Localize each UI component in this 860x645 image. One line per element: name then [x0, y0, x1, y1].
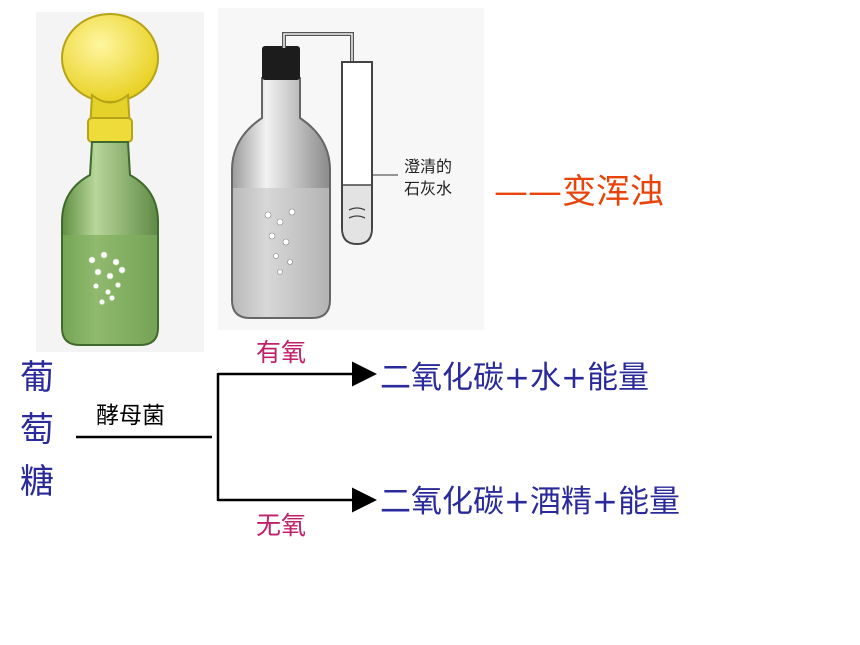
aerobic-products: 二氧化碳+水+能量 — [380, 360, 649, 396]
bottle-stopper — [262, 46, 300, 80]
limewater-label-line2: 石灰水 — [404, 179, 453, 198]
reaction-branch-arrows — [76, 361, 377, 513]
glucose-char-1: 葡 — [20, 358, 54, 398]
anaerobic-products: 二氧化碳+酒精+能量 — [380, 484, 680, 520]
result-dash: —— — [494, 172, 562, 212]
glucose-char-2: 萄 — [20, 410, 54, 450]
balloon — [61, 13, 159, 103]
result-text: 变浑浊 — [562, 172, 664, 212]
aerobic-condition: 有氧 — [256, 338, 307, 367]
limewater-label: 澄清的 石灰水 — [404, 156, 452, 200]
anaerobic-condition: 无氧 — [256, 511, 307, 540]
glucose-label: 葡 萄 糖 — [17, 352, 57, 508]
limewater-result: ——变浑浊 — [494, 164, 664, 213]
limewater-label-line1: 澄清的 — [404, 157, 453, 176]
glucose-char-3: 糖 — [20, 462, 54, 502]
limewater-apparatus-photo — [218, 8, 484, 330]
yeast-label: 酵母菌 — [96, 403, 165, 429]
balloon-bottle-photo — [36, 12, 204, 352]
